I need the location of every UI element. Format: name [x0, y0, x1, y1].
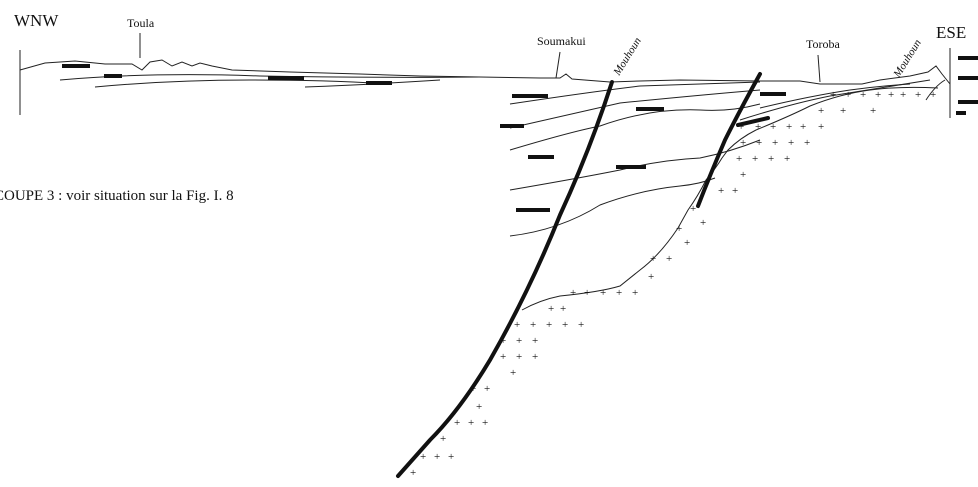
granite-plus-symbol: + — [818, 121, 824, 133]
granite-plus-symbol: + — [532, 335, 538, 347]
place-toula: Toula — [127, 16, 155, 30]
granite-plus-symbol: + — [632, 287, 638, 299]
granite-plus-symbol: + — [666, 253, 672, 265]
granite-plus-symbol: + — [600, 287, 606, 299]
toroba-leader — [817, 54, 821, 83]
river-mouhoun-1: Mouhoun — [611, 35, 644, 78]
granite-plus-symbol: + — [888, 89, 894, 101]
layer-line-east-2 — [759, 83, 911, 109]
granite-plus-symbol: + — [684, 237, 690, 249]
granite-plus-symbol: + — [516, 335, 522, 347]
granite-plus-symbol: + — [830, 89, 836, 101]
granite-plus-symbol: + — [420, 451, 426, 463]
fault-east — [696, 72, 762, 208]
fault-west — [396, 80, 614, 478]
granite-plus-symbol: + — [930, 89, 936, 101]
granite-plus-symbol: + — [784, 153, 790, 165]
granite-plus-symbol: + — [752, 153, 758, 165]
granite-plus-symbol: + — [468, 417, 474, 429]
layer-line-graben-3 — [509, 103, 761, 151]
soumakui-leader — [555, 51, 561, 79]
sandstone-symbols — [62, 56, 978, 212]
granite-plus-symbol: + — [756, 137, 762, 149]
granite-plus-symbol: + — [738, 121, 744, 133]
granite-plus-symbol: + — [860, 89, 866, 101]
granite-plus-symbol: + — [740, 137, 746, 149]
granite-plus-symbol: + — [772, 137, 778, 149]
granite-plus-symbol: + — [770, 121, 776, 133]
granite-plus-symbol: + — [900, 89, 906, 101]
fault-east-branch — [736, 116, 770, 127]
granite-plus-symbol: + — [648, 271, 654, 283]
granite-plus-symbol: + — [818, 105, 824, 117]
direction-wnw: WNW — [14, 11, 59, 30]
granite-plus-symbol: + — [690, 203, 696, 215]
section-caption: COUPE 3 : voir situation sur la Fig. I. … — [0, 188, 234, 204]
granite-plus-symbol: + — [786, 121, 792, 133]
granite-plus-symbol: + — [514, 319, 520, 331]
granite-plus-symbol: + — [650, 253, 656, 265]
granite-plus-symbol: + — [440, 433, 446, 445]
granite-plus-symbol: + — [676, 223, 682, 235]
granite-plus-symbol: + — [560, 303, 566, 315]
granite-plus-symbol: + — [532, 351, 538, 363]
granite-plus-symbol: + — [788, 137, 794, 149]
granite-plus-symbol: + — [755, 121, 761, 133]
layer-line-west-2 — [94, 79, 391, 88]
granite-plus-symbol: + — [500, 351, 506, 363]
granite-plus-symbol: + — [584, 287, 590, 299]
granite-plus-symbol: + — [915, 89, 921, 101]
granite-symbols: + + + + + + + + + + + + + + + + + + + + + + + + + + + + + + + + + + + + + + + +… — [410, 89, 936, 479]
layer-line-graben-4 — [509, 139, 761, 191]
granite-plus-symbol: + — [718, 185, 724, 197]
granite-plus-symbol: + — [840, 105, 846, 117]
granite-plus-symbol: + — [484, 383, 490, 395]
topographic-surface — [19, 59, 951, 85]
layer-line-graben-2 — [509, 89, 761, 129]
granite-plus-symbol: + — [454, 417, 460, 429]
layer-line-graben-1 — [509, 81, 761, 105]
granite-plus-symbol: + — [548, 303, 554, 315]
layer-line-graben-5 — [509, 177, 716, 237]
granite-plus-symbol: + — [500, 335, 506, 347]
granite-plus-symbol: + — [616, 287, 622, 299]
granite-plus-symbol: + — [845, 89, 851, 101]
place-toroba: Toroba — [806, 37, 840, 51]
granite-plus-symbol: + — [700, 217, 706, 229]
granite-plus-symbol: + — [516, 351, 522, 363]
granite-plus-symbol: + — [736, 153, 742, 165]
direction-ese: ESE — [936, 23, 966, 42]
granite-plus-symbol: + — [804, 137, 810, 149]
granite-plus-symbol: + — [870, 105, 876, 117]
granite-plus-symbol: + — [482, 417, 488, 429]
granite-plus-symbol: + — [448, 451, 454, 463]
granite-plus-symbol: + — [875, 89, 881, 101]
granite-plus-symbol: + — [768, 153, 774, 165]
granite-plus-symbol: + — [510, 367, 516, 379]
granite-plus-symbol: + — [434, 451, 440, 463]
granite-plus-symbol: + — [740, 169, 746, 181]
granite-plus-symbol: + — [732, 185, 738, 197]
granite-plus-symbol: + — [800, 121, 806, 133]
granite-plus-symbol: + — [570, 287, 576, 299]
granite-plus-symbol: + — [410, 467, 416, 479]
place-soumakui: Soumakui — [537, 34, 586, 48]
granite-plus-symbol: + — [578, 319, 584, 331]
granite-plus-symbol: + — [562, 319, 568, 331]
granite-plus-symbol: + — [546, 319, 552, 331]
granite-plus-symbol: + — [530, 319, 536, 331]
basement-contact — [521, 86, 939, 311]
granite-plus-symbol: + — [476, 401, 482, 413]
granite-plus-symbol: + — [470, 383, 476, 395]
